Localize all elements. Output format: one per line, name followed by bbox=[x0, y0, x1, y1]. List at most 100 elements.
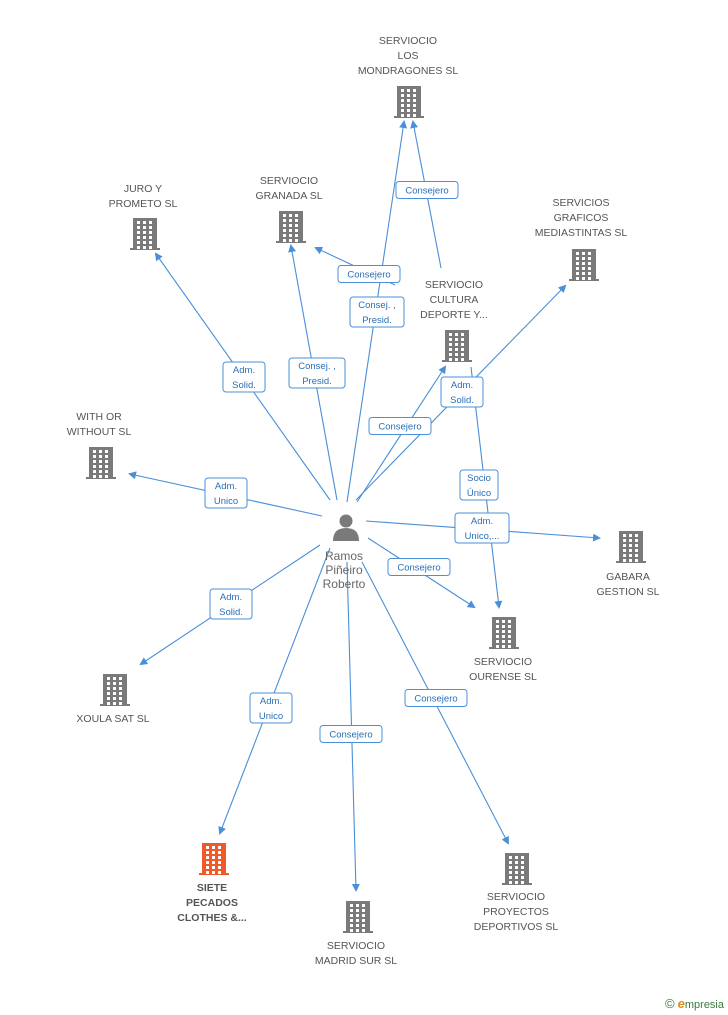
edge-label-box bbox=[440, 376, 484, 408]
edge-label-ourense[interactable]: Consejero bbox=[387, 558, 451, 576]
company-node-ourense[interactable]: SERVIOCIO OURENSE SL bbox=[469, 617, 537, 683]
building-icon[interactable] bbox=[569, 249, 599, 281]
company-node-juro[interactable]: JURO Y PROMETO SL bbox=[109, 183, 178, 250]
person-name: Piñeiro bbox=[325, 563, 363, 577]
company-node-gabara[interactable]: GABARA GESTION SL bbox=[596, 531, 660, 598]
building-icon[interactable] bbox=[489, 617, 519, 649]
edge-label-cultura[interactable]: Consejero bbox=[368, 417, 432, 435]
company-node-withor[interactable]: WITH OR WITHOUT SL bbox=[67, 411, 132, 479]
edge-label-text: Solid. bbox=[219, 607, 243, 618]
company-label: GRAFICOS bbox=[554, 212, 609, 224]
company-label: GABARA bbox=[606, 571, 650, 583]
company-label: PROMETO SL bbox=[109, 198, 178, 210]
building-icon[interactable] bbox=[100, 674, 130, 706]
edge-label-box bbox=[204, 477, 248, 509]
edge-label-mondragones[interactable]: Consej. ,Presid. bbox=[349, 296, 405, 328]
edge-line-siete bbox=[218, 547, 331, 835]
edge-label-juro[interactable]: Adm. Solid. bbox=[222, 361, 266, 393]
company-node-siete[interactable]: SIETE PECADOS CLOTHES &... bbox=[177, 843, 247, 924]
edge-label-siete[interactable]: Adm. Unico bbox=[249, 692, 293, 724]
edge-label-gabara[interactable]: Adm. Unico,... bbox=[454, 512, 510, 544]
person-name: Ramos bbox=[325, 549, 363, 563]
edge-labels-layer: Consej. ,Presid.ConsejeroAdm.Solid.Conse… bbox=[204, 181, 510, 743]
edge-label-proyectos[interactable]: Consejero bbox=[404, 689, 468, 707]
edge-label-box bbox=[337, 265, 401, 283]
building-icon[interactable] bbox=[502, 853, 532, 885]
building-icon[interactable] bbox=[130, 218, 160, 250]
company-label: WITHOUT SL bbox=[67, 426, 132, 438]
watermark: © empresia bbox=[665, 996, 724, 1011]
edge-label-box bbox=[459, 469, 499, 501]
edge-label-text: Consejero bbox=[347, 270, 390, 281]
edge-label-text: Único bbox=[467, 488, 491, 499]
company-label: JURO Y bbox=[124, 183, 162, 195]
edge-label-text: Adm. bbox=[260, 696, 282, 707]
edges-layer bbox=[128, 120, 601, 892]
building-icon[interactable] bbox=[394, 86, 424, 118]
edge-label-text: Socio bbox=[467, 473, 491, 484]
edge-label-granada[interactable]: Consej. , Presid. bbox=[288, 357, 346, 389]
edge-label-box bbox=[288, 357, 346, 389]
edge-label-text: Solid. bbox=[232, 380, 256, 391]
edge-label-mediastintas[interactable]: Adm. Solid. bbox=[440, 376, 484, 408]
company-node-mediastintas[interactable]: SERVICIOS GRAFICOS MEDIASTINTAS SL bbox=[535, 197, 628, 281]
edge-label-text: Consejero bbox=[414, 694, 457, 705]
company-label: GESTION SL bbox=[596, 586, 659, 598]
edge-label-box bbox=[454, 512, 510, 544]
building-icon[interactable] bbox=[442, 330, 472, 362]
edge-label-text: Consej. , bbox=[298, 361, 336, 372]
company-label: MADRID SUR SL bbox=[315, 955, 397, 967]
edge-label-text: Consejero bbox=[378, 422, 421, 433]
building-icon[interactable] bbox=[616, 531, 646, 563]
building-icon[interactable] bbox=[199, 843, 229, 875]
company-label: OURENSE SL bbox=[469, 671, 537, 683]
company-label: DEPORTE Y... bbox=[420, 309, 488, 321]
edge-label-text: Presid. bbox=[302, 376, 332, 387]
edge-label-text: Consejero bbox=[329, 730, 372, 741]
company-label: CLOTHES &... bbox=[177, 912, 247, 924]
copyright-symbol: © bbox=[664, 996, 675, 1011]
edge-label-text: Solid. bbox=[450, 395, 474, 406]
edge-label-text: Consejero bbox=[397, 563, 440, 574]
edge-label-withor[interactable]: Adm.Unico bbox=[204, 477, 248, 509]
edge-label-mondragones[interactable]: Consejero bbox=[395, 181, 459, 199]
edge-label-text: Unico,... bbox=[465, 531, 500, 542]
building-icon[interactable] bbox=[343, 901, 373, 933]
edge-label-xoula[interactable]: Adm. Solid. bbox=[209, 588, 253, 620]
edge-label-text: Unico bbox=[214, 496, 238, 507]
building-icon[interactable] bbox=[276, 211, 306, 243]
person-icon[interactable] bbox=[333, 514, 359, 542]
edge-label-text: Adm. bbox=[233, 365, 255, 376]
company-label: SIETE bbox=[197, 882, 227, 894]
edge-label-text: Adm. bbox=[451, 380, 473, 391]
company-label: XOULA SAT SL bbox=[76, 713, 149, 725]
building-icon[interactable] bbox=[86, 447, 116, 479]
edge-label-text: Adm. bbox=[220, 592, 242, 603]
company-label: WITH OR bbox=[76, 411, 122, 423]
edge-label-text: Consej. , bbox=[358, 300, 396, 311]
company-label: SERVICIOS bbox=[553, 197, 610, 209]
company-label: PROYECTOS bbox=[483, 906, 549, 918]
company-label: PECADOS bbox=[186, 897, 238, 909]
company-label: MEDIASTINTAS SL bbox=[535, 227, 628, 239]
company-label: SERVIOCIO bbox=[379, 35, 437, 47]
company-label: CULTURA bbox=[430, 294, 479, 306]
edge-label-madrid[interactable]: Consejero bbox=[319, 725, 383, 743]
edge-label-box bbox=[249, 692, 293, 724]
edge-label-text: Unico bbox=[259, 711, 283, 722]
company-label: SERVIOCIO bbox=[487, 891, 545, 903]
edge-label-box bbox=[387, 558, 451, 576]
edge-label-granada[interactable]: Consejero bbox=[337, 265, 401, 283]
edge-label-text: Adm. bbox=[471, 516, 493, 527]
company-node-xoula[interactable]: XOULA SAT SL bbox=[76, 674, 150, 725]
company-label: SERVIOCIO bbox=[474, 656, 532, 668]
company-label: SERVIOCIO bbox=[260, 175, 318, 187]
